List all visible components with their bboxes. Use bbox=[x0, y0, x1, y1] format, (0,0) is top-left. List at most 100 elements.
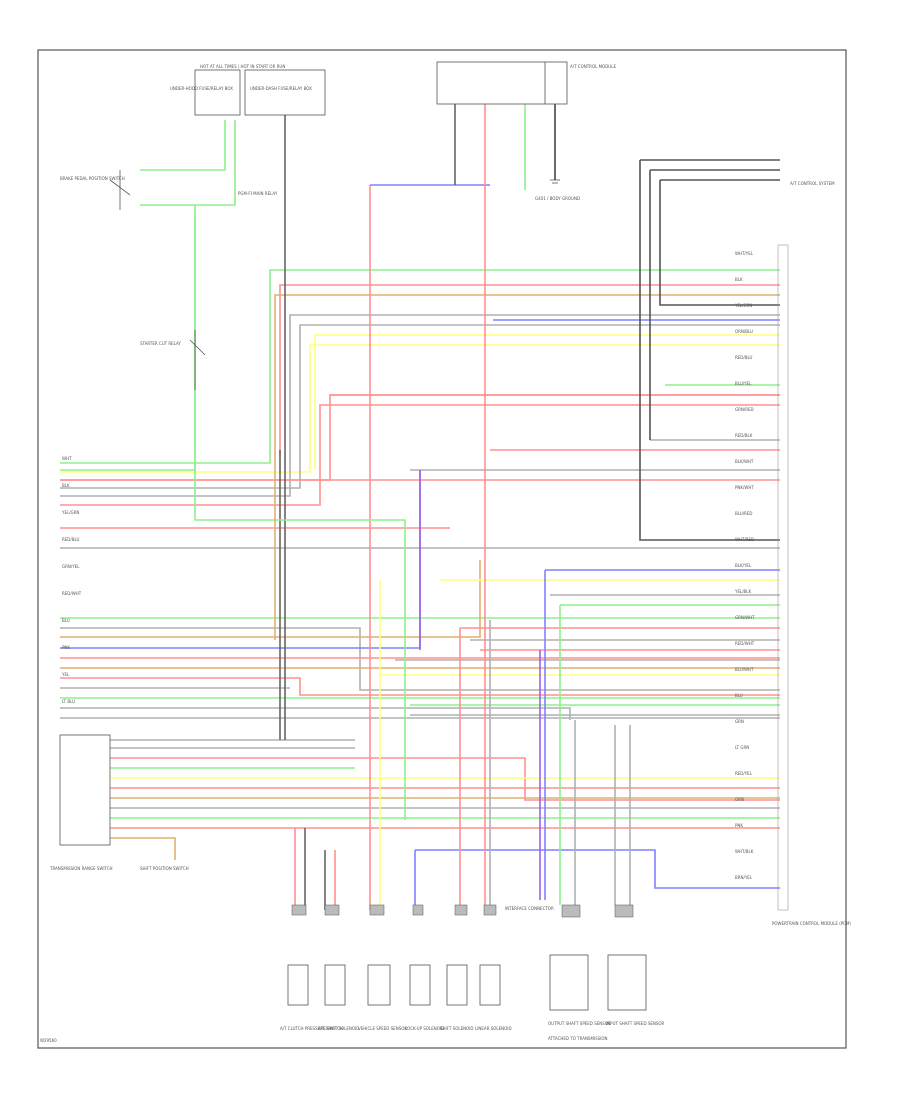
right-pin-label: GRN bbox=[735, 719, 744, 724]
sensor-box-7 bbox=[549, 954, 589, 1011]
wire-red-11 bbox=[110, 757, 780, 801]
wire-yellow-1 bbox=[60, 344, 780, 473]
label-shift-switch: SHIFT POSITION SWITCH bbox=[140, 866, 189, 871]
label-fuse-b: UNDER-DASH FUSE/RELAY BOX bbox=[250, 86, 312, 91]
ground-symbol bbox=[550, 179, 560, 184]
wire-green-v5 bbox=[194, 205, 406, 820]
wire-orange-2 bbox=[60, 560, 481, 638]
sensor-box-5 bbox=[446, 964, 468, 1006]
label-fuse-a: UNDER-HOOD FUSE/RELAY BOX bbox=[170, 86, 233, 91]
right-pin-label: GRN/WHT bbox=[735, 615, 755, 620]
left-pin-label: BLK bbox=[62, 483, 70, 488]
sensor-box-2 bbox=[324, 964, 346, 1006]
right-pin-label: BRN/YEL bbox=[735, 875, 753, 880]
left-pin-label: WHT bbox=[62, 456, 72, 461]
sensor-box-1 bbox=[287, 964, 309, 1006]
wires bbox=[60, 90, 780, 910]
right-pin-label: WHT/RED bbox=[735, 537, 754, 542]
label-sensor-3: VEHICLE SPEED SENSOR bbox=[358, 1026, 407, 1031]
label-starter-relay: STARTER CUT RELAY bbox=[140, 341, 181, 346]
sensor-box-4 bbox=[409, 964, 431, 1006]
at-control-module-box bbox=[436, 61, 568, 105]
label-brake-switch: BRAKE PEDAL POSITION SWITCH bbox=[60, 176, 125, 181]
label-sensor-1: A/T CLUTCH PRESSURE SWITCH bbox=[280, 1026, 343, 1031]
sensor-connectors bbox=[291, 904, 634, 918]
left-pin-label: RED/BLU bbox=[62, 537, 80, 542]
wire-blue-v2 bbox=[415, 849, 780, 889]
right-pin-label: BLU/RED bbox=[735, 511, 752, 516]
right-pin-label: BLU/YEL bbox=[735, 381, 752, 386]
left-pin-label: BLU bbox=[62, 618, 70, 623]
right-pin-label: WHT/YEL bbox=[735, 251, 754, 256]
label-sensor-6: LINEAR SOLENOID bbox=[475, 1026, 512, 1031]
right-pin-label: YEL/GRN bbox=[734, 303, 752, 308]
label-top-right: A/T CONTROL SYSTEM bbox=[790, 181, 835, 186]
right-pin-label: BLK/WHT bbox=[735, 459, 754, 464]
wire-dark-r4 bbox=[639, 160, 780, 541]
left-pin-label: RED/WHT bbox=[62, 591, 82, 596]
right-pin-label: RED/BLU bbox=[735, 355, 753, 360]
wire-gray-6 bbox=[60, 627, 780, 691]
right-pin-label: GRN/RED bbox=[735, 407, 754, 412]
label-at-control-module: A/T CONTROL MODULE bbox=[570, 64, 616, 69]
wire-orange-1 bbox=[274, 294, 780, 460]
wire-green-1 bbox=[60, 269, 780, 464]
pcm-connector-outline bbox=[777, 244, 789, 911]
label-sensor-5: SHIFT SOLENOID bbox=[440, 1026, 474, 1031]
left-pin-label: YEL bbox=[61, 672, 70, 677]
diagram-frame bbox=[37, 49, 847, 1049]
left-pin-label: GRN/YEL bbox=[62, 564, 80, 569]
wire-yellow-2 bbox=[314, 334, 780, 470]
wire-green-v4 bbox=[140, 120, 236, 206]
right-pin-label: RED/YEL bbox=[735, 771, 753, 776]
label-range-switch: TRANSMISSION RANGE SWITCH bbox=[49, 866, 113, 871]
left-pin-label: PNK bbox=[62, 645, 70, 650]
right-pin-label: PNK/WHT bbox=[735, 485, 754, 490]
right-pin-label: YEL/BLK bbox=[734, 589, 752, 594]
right-pin-label: ORN bbox=[735, 797, 744, 802]
right-pin-label: WHT/BLK bbox=[735, 849, 754, 854]
brake-switch-symbol bbox=[109, 170, 131, 210]
wire-pink-1 bbox=[279, 284, 780, 455]
fuse-box-underhood bbox=[194, 69, 241, 116]
label-sensor-7: OUTPUT SHAFT SPEED SENSOR bbox=[548, 1021, 611, 1026]
label-sensor-4: LOCK-UP SOLENOID bbox=[405, 1026, 444, 1031]
right-pin-label: BLU/WHT bbox=[735, 667, 754, 672]
sensor-box-8 bbox=[607, 954, 647, 1011]
wire-orange-5 bbox=[110, 837, 176, 860]
left-pin-label: LT BLU bbox=[62, 699, 75, 704]
label-interface-connector: INTERFACE CONNECTOR bbox=[505, 906, 554, 911]
right-pin-label: ORN/BLU bbox=[735, 329, 753, 334]
right-pin-label: LT GRN bbox=[735, 745, 749, 750]
starter-relay-symbol bbox=[189, 330, 206, 390]
components bbox=[59, 61, 789, 1011]
wire-gray-2 bbox=[60, 314, 780, 497]
wire-green-v3 bbox=[140, 120, 226, 171]
label-corner-code: W29560 bbox=[40, 1038, 57, 1043]
label-pcm-relay: PGM-FI MAIN RELAY bbox=[238, 191, 278, 196]
label-ground: G401 / BODY GROUND bbox=[535, 196, 580, 201]
sensor-box-6 bbox=[479, 964, 501, 1006]
label-pcm: POWERTRAIN CONTROL MODULE (PCM) bbox=[772, 921, 851, 926]
wire-gray-8 bbox=[60, 707, 571, 720]
wire-red-1 bbox=[60, 394, 780, 481]
right-pin-label: BLU bbox=[735, 693, 743, 698]
right-pin-label: RED/BLK bbox=[735, 433, 753, 438]
sensor-box-3 bbox=[367, 964, 391, 1006]
right-pin-label: RED/WHT bbox=[735, 641, 755, 646]
left-pin-label: YEL/GRN bbox=[61, 510, 79, 515]
right-pin-label: PNK bbox=[735, 823, 743, 828]
wire-red-8 bbox=[60, 677, 780, 696]
left-pin-labels: WHT BLK YEL/GRN RED/BLU GRN/YEL RED/WHT BLU PNK… bbox=[61, 456, 82, 704]
label-fuse-box: HOT AT ALL TIMES / HOT IN START OR RUN bbox=[200, 64, 285, 69]
label-sensor-8: INPUT SHAFT SPEED SENSOR bbox=[606, 1021, 665, 1026]
right-pin-labels: WHT/YEL BLK YEL/GRN ORN/BLU RED/BLU BLU/YEL GR… bbox=[734, 251, 755, 880]
label-bottom-note: ATTACHED TO TRANSMISSION bbox=[548, 1036, 608, 1041]
shift-switch-housing bbox=[59, 734, 111, 846]
fuse-box-underdash bbox=[244, 69, 326, 116]
label-sensor-2: A/T SHIFT SOLENOID bbox=[318, 1026, 359, 1031]
right-pin-label: BLK bbox=[735, 277, 743, 282]
wire-gray-1 bbox=[60, 324, 780, 489]
